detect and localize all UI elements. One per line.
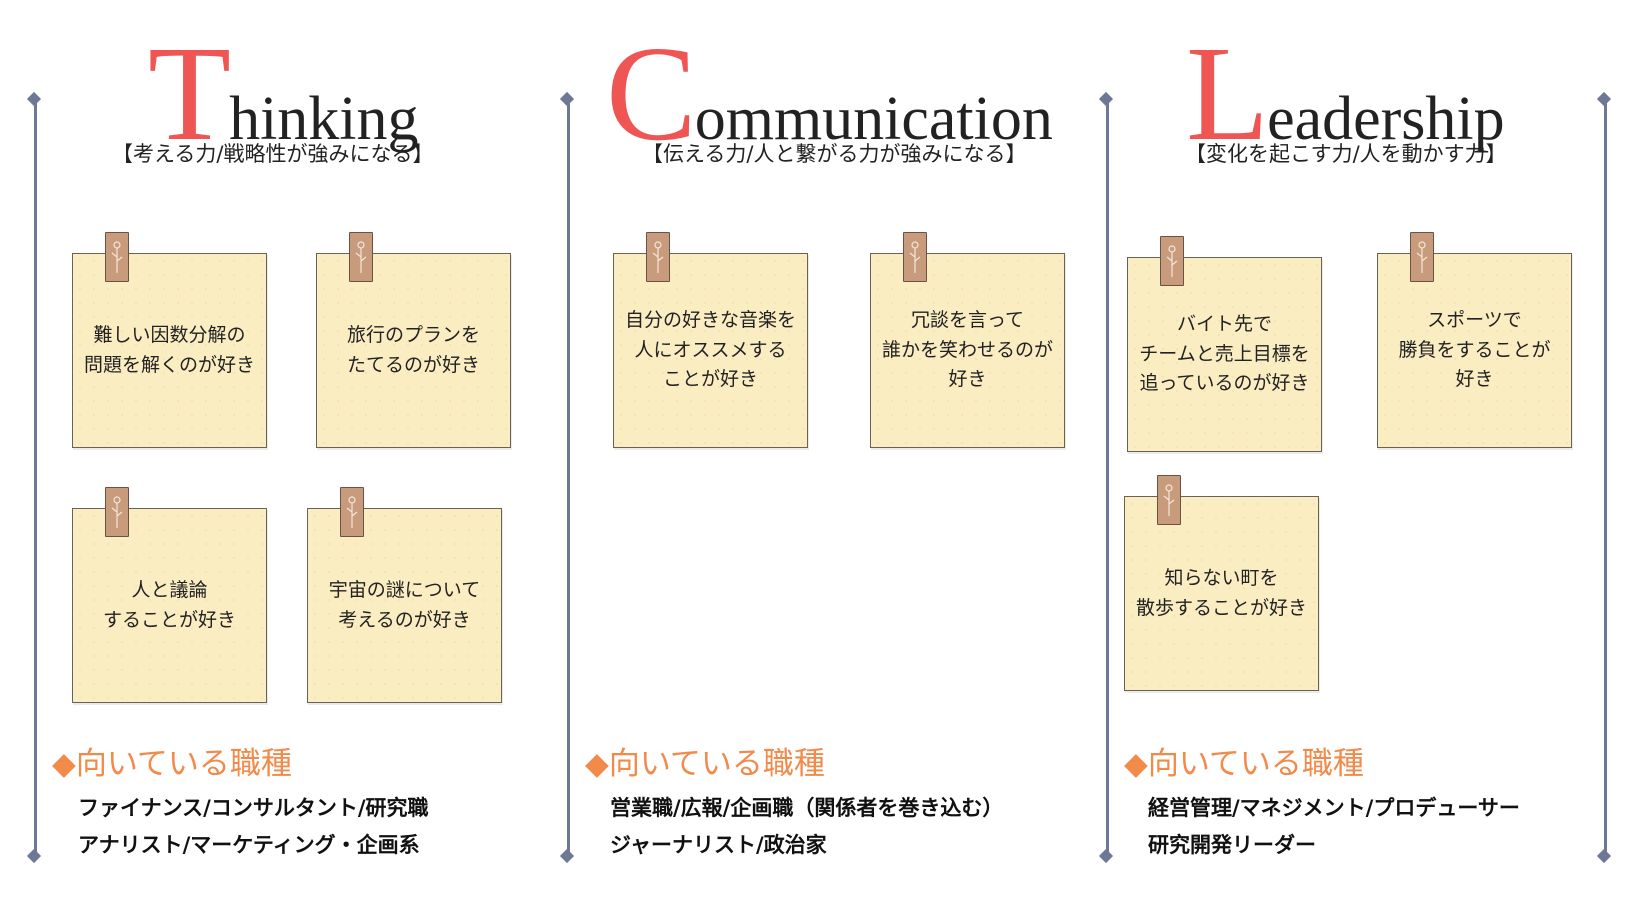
flower-tape-icon: [105, 487, 129, 537]
flower-tape-icon: [105, 232, 129, 282]
column-divider-2: [1106, 100, 1109, 855]
note-text: 人と議論 することが好き: [102, 579, 236, 631]
column-divider-left: [34, 100, 37, 855]
jobs-title: ◆向いている職種: [52, 746, 292, 782]
column-divider-1: [567, 100, 570, 855]
flower-tape-icon: [1410, 232, 1434, 282]
heading-initial: L: [1186, 19, 1270, 169]
note-text: 難しい因数分解の 問題を解くのが好き: [83, 324, 255, 376]
note-text: 冗談を言って 誰かを笑わせるのが 好き: [881, 309, 1053, 391]
sticky-note: スポーツで 勝負をすることが 好き: [1377, 232, 1572, 448]
flower-tape-icon: [349, 232, 373, 282]
note-text: スポーツで 勝負をすることが 好き: [1398, 309, 1551, 391]
sticky-note: 自分の好きな音楽を 人にオススメする ことが好き: [613, 232, 808, 448]
jobs-title: ◆向いている職種: [585, 746, 825, 782]
sticky-note: 知らない町を 散歩することが好き: [1124, 475, 1319, 691]
flower-tape-icon: [646, 232, 670, 282]
sticky-note: バイト先で チームと売上目標を 追っているのが好き: [1127, 236, 1322, 452]
heading-rest: ommunication: [694, 85, 1053, 153]
note-text: 知らない町を 散歩することが好き: [1135, 567, 1307, 619]
leadership-subtitle: 【変化を起こす力/人を動かす力】: [1185, 142, 1507, 166]
flower-tape-icon: [340, 487, 364, 537]
jobs-list: 営業職/広報/企画職（関係者を巻き込む） ジャーナリスト/政治家: [610, 796, 1004, 857]
sticky-note: 宇宙の謎について 考えるのが好き: [307, 487, 502, 703]
column-divider-right: [1604, 100, 1607, 855]
thinking-heading: T hinking: [148, 26, 419, 162]
heading-rest: eadership: [1267, 85, 1505, 153]
communication-subtitle: 【伝える力/人と繋がる力が強みになる】: [642, 142, 1027, 166]
flower-tape-icon: [1157, 475, 1181, 525]
sticky-note: 冗談を言って 誰かを笑わせるのが 好き: [870, 232, 1065, 448]
communication-heading: C ommunication: [606, 26, 1053, 162]
sticky-note: 旅行のプランを たてるのが好き: [316, 232, 511, 448]
jobs-list: ファイナンス/コンサルタント/研究職 アナリスト/マーケティング・企画系: [78, 796, 429, 857]
jobs-list: 経営管理/マネジメント/プロデューサー 研究開発リーダー: [1148, 796, 1520, 857]
thinking-subtitle: 【考える力/戦略性が強みになる】: [112, 142, 434, 166]
sticky-note: 難しい因数分解の 問題を解くのが好き: [72, 232, 267, 448]
note-text: バイト先で チームと売上目標を 追っているのが好き: [1139, 313, 1310, 395]
note-text: 旅行のプランを たてるのが好き: [346, 324, 480, 376]
heading-initial: C: [606, 19, 697, 169]
leadership-heading: L eadership: [1186, 26, 1505, 162]
heading-rest: hinking: [229, 85, 419, 153]
note-text: 宇宙の謎について 考えるのが好き: [328, 579, 481, 631]
flower-tape-icon: [1160, 236, 1184, 286]
note-text: 自分の好きな音楽を 人にオススメする ことが好き: [624, 309, 796, 391]
jobs-title: ◆向いている職種: [1124, 746, 1364, 782]
flower-tape-icon: [903, 232, 927, 282]
heading-initial: T: [148, 19, 232, 169]
sticky-note: 人と議論 することが好き: [72, 487, 267, 703]
